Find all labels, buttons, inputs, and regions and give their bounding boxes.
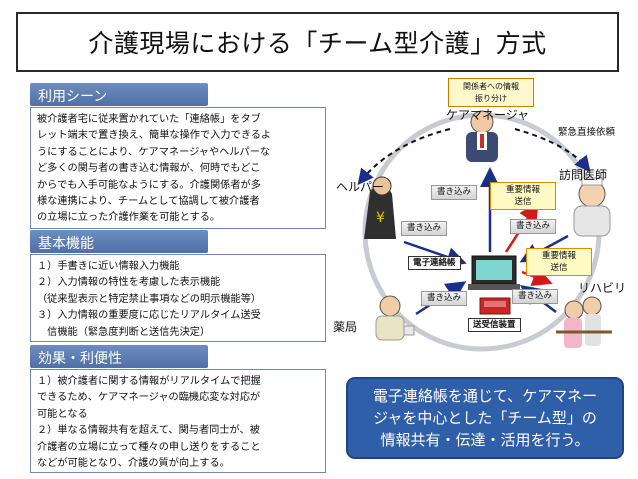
- benefits-line: １）被介護者に関する情報がリアルタイムで把握: [37, 376, 261, 387]
- usage-line: の立場に立った介護作業を可能とする。: [37, 212, 221, 224]
- write-tag-pharmacy: 書き込み: [421, 291, 468, 306]
- rehab-figure: [556, 296, 612, 348]
- benefits-line: ２）単なる情報共有を超えて、関与者同士が、被: [37, 425, 260, 437]
- device-sendrecv-label: 送受信装置: [468, 318, 521, 332]
- note-line: 振り分け: [475, 94, 507, 103]
- important-info-tag-top: 重要情報 送信: [490, 182, 556, 210]
- summary-line: 電子連絡帳を通じて、ケアマネー: [372, 387, 598, 405]
- role-rehab: リハビリ: [578, 281, 627, 295]
- benefits-line: できるため、ケアマネージャの臨機応変な対応が: [37, 392, 261, 404]
- benefits-heading: 効果・利便性: [30, 345, 208, 368]
- usage-heading: 利用シーン: [30, 83, 208, 106]
- important-line: 重要情報: [541, 251, 576, 261]
- usage-line: うにすることにより、ケアマネージャやヘルパーな: [37, 146, 271, 158]
- tablet-device: [468, 255, 520, 290]
- important-line: 送信: [514, 197, 532, 207]
- role-emergency: 緊急直接依頼: [558, 127, 616, 138]
- write-tag-left: 書き込み: [401, 221, 448, 236]
- summary-box: 電子連絡帳を通じて、ケアマネー ジャを中心とした「チーム型」の 情報共有・伝達・…: [346, 377, 624, 459]
- role-doctor: 訪問医師: [559, 168, 608, 182]
- benefits-line: 介護者の立場に立って種々の申し送りをすること: [37, 441, 261, 453]
- write-tag-doctor: 書き込み: [510, 219, 557, 234]
- benefits-line: 可能となる: [37, 408, 88, 420]
- dashed-arrow-left: [357, 128, 451, 186]
- svg-text:¥: ¥: [376, 210, 385, 226]
- features-line: ２）入力情報の特性を考慮した表示機能: [37, 277, 221, 289]
- team-care-diagram: ¥: [357, 110, 612, 352]
- note-line: 関係者への情報: [463, 82, 519, 91]
- important-line: 送信: [550, 263, 568, 273]
- write-tag-rehab: 書き込み: [512, 289, 559, 304]
- summary-line: 情報共有・伝達・活用を行う。: [380, 431, 590, 449]
- info-distribution-note: 関係者への情報 振り分け: [448, 78, 534, 107]
- benefits-body: １）被介護者に関する情報がリアルタイムで把握 できるため、ケアマネージャの臨機応…: [30, 369, 326, 473]
- device-notebook-label: 電子連絡帳: [408, 256, 461, 270]
- role-helper: ヘルパー: [336, 180, 385, 194]
- usage-line: レット端末で置き換え、簡単な操作で入力できるよ: [37, 130, 272, 142]
- usage-line: 被介護者宅に従来置かれていた「連絡帳」をタブ: [37, 114, 261, 125]
- features-line: 信機能（緊急度判断と送信先決定）: [37, 326, 211, 338]
- pharmacy-figure: [375, 295, 415, 341]
- helper-figure: ¥: [364, 176, 396, 239]
- page-title: 介護現場における「チーム型介護」方式: [88, 29, 547, 58]
- role-care-manager: ケアマネージャ: [446, 108, 530, 122]
- features-line: ３）入力情報の重要度に応じたリアルタイム送受: [37, 310, 261, 322]
- usage-body: 被介護者宅に従来置かれていた「連絡帳」をタブ レット端末で置き換え、簡単な操作で…: [30, 107, 326, 229]
- sendrecv-device: [479, 297, 511, 315]
- features-body: １）手書きに近い情報入力機能 ２）入力情報の特性を考慮した表示機能 （従来型表示…: [30, 254, 326, 342]
- usage-line: 様な連携により、チームとして協調して被介護者: [37, 196, 260, 208]
- important-line: 重要情報: [505, 185, 540, 195]
- title-box: 介護現場における「チーム型介護」方式: [16, 12, 619, 72]
- role-pharmacy: 薬局: [333, 320, 358, 334]
- important-info-tag-right: 重要情報 送信: [526, 248, 592, 276]
- usage-line: ど多くの関与者の書き込む情報が、何時でもどこ: [37, 163, 261, 175]
- features-line: １）手書きに近い情報入力機能: [37, 261, 180, 272]
- write-tag-helper: 書き込み: [431, 185, 478, 200]
- summary-line: ジャを中心とした「チーム型」の: [373, 409, 597, 427]
- care-manager-figure: [466, 110, 498, 162]
- dashed-arrow-right: [514, 128, 591, 173]
- features-line: （従来型表示と特定禁止事項などの明示機能等）: [37, 293, 262, 305]
- usage-line: からでも入手可能なようにする。介護関係者が多: [37, 179, 261, 191]
- features-heading: 基本機能: [30, 230, 208, 253]
- doctor-figure: [573, 177, 611, 237]
- benefits-line: などが可能となり、介護の質が向上する。: [37, 458, 230, 470]
